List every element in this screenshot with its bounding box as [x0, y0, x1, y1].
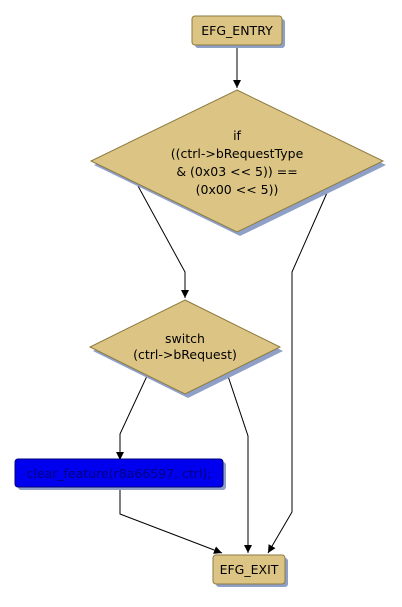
exit-node[interactable]: EFG_EXIT — [212, 554, 288, 587]
if-line-4: (0x00 << 5)) — [196, 182, 279, 197]
switch-decision-shape — [88, 299, 282, 395]
exit-node-label: EFG_EXIT — [220, 562, 279, 577]
exit-node-box — [212, 554, 286, 585]
edge-call-to-exit — [119, 488, 223, 554]
if-line-1: if — [233, 128, 241, 143]
edge-switch-to-call — [116, 375, 148, 460]
edge-switch-to-exit — [227, 375, 252, 553]
if-decision-node[interactable]: if ((ctrl->bRequestType & (0x03 << 5)) =… — [89, 89, 386, 236]
edges — [116, 46, 331, 554]
edge-if-to-switch — [137, 185, 189, 298]
if-line-2: ((ctrl->bRequestType — [171, 146, 304, 161]
switch-line-2: (ctrl->bRequest) — [133, 347, 237, 362]
entry-node-label: EFG_ENTRY — [201, 23, 273, 38]
edge-if-to-exit — [267, 185, 331, 554]
call-node-box — [14, 458, 224, 488]
switch-line-1: switch — [165, 331, 205, 346]
call-node[interactable]: clear_feature(r8a66597, ctrl); — [14, 458, 226, 490]
entry-node[interactable]: EFG_ENTRY — [191, 15, 285, 48]
entry-node-box — [191, 15, 283, 46]
if-decision-shape — [89, 89, 385, 233]
if-line-3: & (0x03 << 5)) == — [176, 164, 297, 179]
switch-decision-node[interactable]: switch (ctrl->bRequest) — [88, 299, 283, 398]
call-node-label: clear_feature(r8a66597, ctrl); — [26, 466, 211, 481]
